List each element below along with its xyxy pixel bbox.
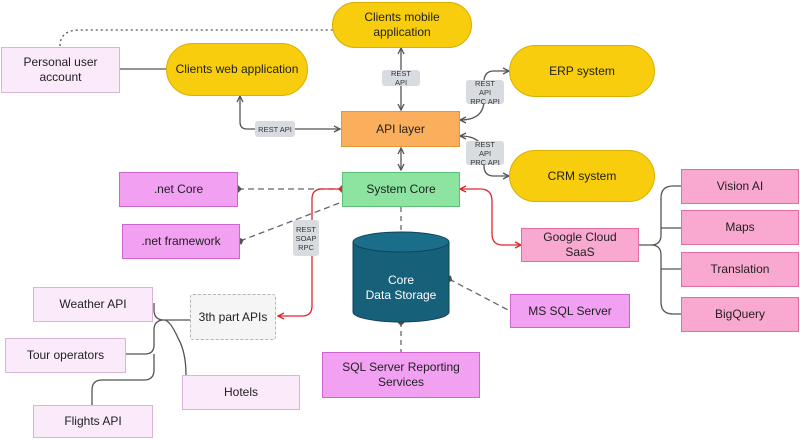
- net-framework[interactable]: .net framework: [122, 224, 240, 259]
- tag-crm-link-line-1: REST API: [474, 139, 495, 158]
- connector-api-crm: [460, 136, 509, 176]
- weather-api[interactable]: Weather API: [33, 287, 153, 322]
- bigquery[interactable]: BigQuery: [681, 297, 799, 332]
- tag-erp-link-line-2: RPC API: [470, 96, 500, 106]
- connector-core-google: [460, 189, 521, 245]
- core-data-storage-cylinder[interactable]: [352, 231, 450, 323]
- third-party-apis[interactable]: 3th part APIs: [190, 294, 276, 340]
- hotels[interactable]: Hotels: [182, 375, 300, 410]
- tag-erp-link: REST API RPC API: [466, 78, 504, 106]
- net-core[interactable]: .net Core: [119, 172, 238, 207]
- maps[interactable]: Maps: [681, 210, 799, 245]
- clients-mobile-application[interactable]: Clients mobile application: [332, 2, 472, 48]
- core-data-storage-label: Core Data Storage: [351, 273, 451, 303]
- tag-erp-link-line-1: REST API: [474, 78, 495, 97]
- tag-crm-link: REST API PRC API: [466, 139, 504, 167]
- tag-core-third-party-line-3: RPC: [298, 242, 314, 252]
- sql-server-reporting-services[interactable]: SQL Server Reporting Services: [322, 352, 480, 398]
- connector-netframework-core: [236, 201, 343, 245]
- translation[interactable]: Translation: [681, 252, 799, 287]
- clients-web-application[interactable]: Clients web application: [166, 43, 308, 96]
- tag-core-third-party: REST SOAP RPC: [293, 220, 319, 256]
- erp-system[interactable]: ERP system: [509, 45, 655, 97]
- connector-google-services: [639, 185, 681, 315]
- system-core[interactable]: System Core: [342, 172, 460, 207]
- core-data-storage-line-2: Data Storage: [365, 288, 437, 302]
- tag-core-third-party-line-2: SOAP: [295, 233, 317, 243]
- tag-rest-api-mobile: REST API: [382, 69, 420, 87]
- connector-web-api: [240, 96, 340, 129]
- connector-account-mobile: [59, 29, 333, 47]
- tour-operators[interactable]: Tour operators: [5, 338, 126, 373]
- ms-sql-server[interactable]: MS SQL Server: [510, 294, 630, 328]
- crm-system[interactable]: CRM system: [509, 150, 655, 202]
- core-data-storage-line-1: Core: [387, 273, 414, 287]
- connector-thirdparty-providers: [91, 303, 190, 405]
- vision-ai[interactable]: Vision AI: [681, 169, 799, 204]
- tag-rest-api-web: REST API: [255, 121, 295, 137]
- personal-user-account[interactable]: Personal user account: [1, 47, 120, 93]
- tag-crm-link-line-2: PRC API: [470, 157, 500, 167]
- google-cloud-saas[interactable]: Google Cloud SaaS: [521, 228, 639, 262]
- api-layer[interactable]: API layer: [341, 111, 460, 147]
- flights-api[interactable]: Flights API: [33, 405, 153, 438]
- tag-core-third-party-line-1: REST: [296, 224, 317, 234]
- connector-storage-mssql: [445, 275, 511, 312]
